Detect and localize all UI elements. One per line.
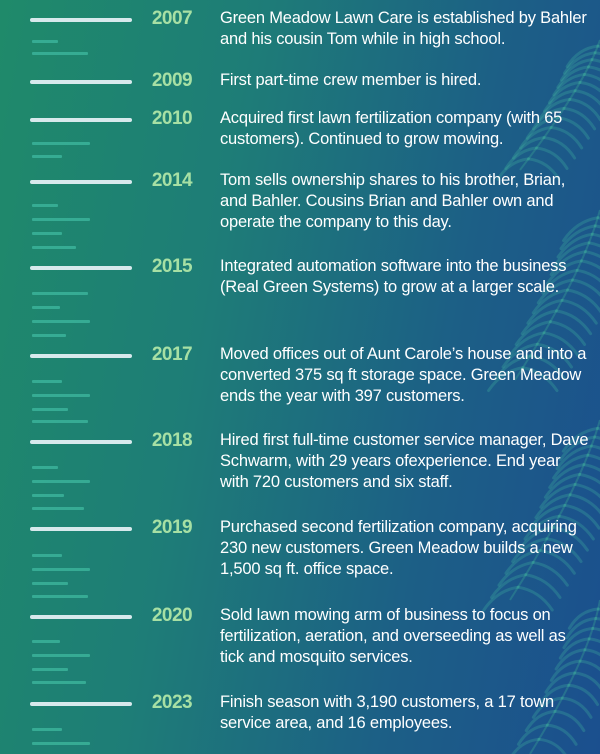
timeline-tick — [32, 320, 90, 323]
timeline-description: First part-time crew member is hired. — [220, 71, 482, 89]
timeline-tick — [32, 408, 68, 411]
timeline-year: 2015 — [151, 256, 193, 277]
timeline-tick — [32, 640, 60, 643]
timeline-tick — [32, 507, 84, 510]
timeline-tick — [32, 742, 90, 745]
timeline-tick — [32, 380, 62, 383]
timeline-description: Integrated automation software into the … — [220, 257, 567, 296]
timeline-year: 2007 — [151, 8, 193, 29]
timeline-line — [30, 118, 132, 122]
timeline-tick — [32, 334, 66, 337]
timeline-year: 2019 — [151, 517, 193, 538]
timeline-tick — [32, 480, 90, 483]
timeline-line — [30, 615, 132, 619]
timeline-line — [30, 266, 132, 270]
timeline-year: 2017 — [151, 344, 193, 365]
timeline-year: 2020 — [151, 605, 193, 626]
timeline-tick — [32, 218, 90, 221]
timeline-tick — [32, 246, 76, 249]
timeline-tick — [32, 568, 90, 571]
timeline-tick — [32, 52, 88, 55]
timeline-tick — [32, 728, 62, 731]
timeline-year: 2009 — [151, 70, 193, 91]
timeline-line — [30, 180, 132, 184]
timeline-line — [30, 527, 132, 531]
timeline-tick — [32, 554, 62, 557]
timeline-tick — [32, 306, 60, 309]
timeline-year: 2018 — [151, 430, 193, 451]
palm-frond-decoration — [482, 39, 600, 754]
timeline-tick — [32, 232, 62, 235]
timeline-year: 2014 — [151, 170, 193, 191]
timeline-year: 2010 — [151, 108, 193, 129]
timeline-tick — [32, 142, 90, 145]
timeline-description: Acquired first lawn fertilization compan… — [220, 109, 563, 148]
timeline-line — [30, 80, 132, 84]
timeline-description: Purchased second fertilization company, … — [220, 518, 577, 578]
timeline-tick — [32, 582, 68, 585]
timeline-tick — [32, 466, 58, 469]
timeline-tick — [32, 155, 62, 158]
timeline-line — [30, 702, 132, 706]
timeline-tick — [32, 494, 64, 497]
timeline-line — [30, 18, 132, 22]
timeline-tick — [32, 595, 88, 598]
timeline-line — [30, 354, 132, 358]
timeline-tick — [32, 420, 88, 423]
timeline-tick — [32, 394, 90, 397]
timeline-tick — [32, 681, 86, 684]
timeline-tick — [32, 40, 58, 43]
timeline-description: Moved offices out of Aunt Carole’s house… — [220, 345, 587, 405]
timeline-tick — [32, 654, 90, 657]
timeline-line — [30, 440, 132, 444]
timeline-description: Sold lawn mowing arm of business to focu… — [220, 606, 566, 666]
timeline-description: Green Meadow Lawn Care is established by… — [220, 9, 587, 48]
timeline-description: Hired first full-time customer service m… — [220, 431, 589, 491]
timeline-description: Finish season with 3,190 customers, a 17… — [220, 693, 555, 732]
timeline-year: 2023 — [151, 692, 193, 713]
timeline-tick — [32, 292, 88, 295]
timeline-tick — [32, 668, 68, 671]
timeline-tick — [32, 204, 58, 207]
timeline-description: Tom sells ownership shares to his brothe… — [220, 171, 566, 231]
